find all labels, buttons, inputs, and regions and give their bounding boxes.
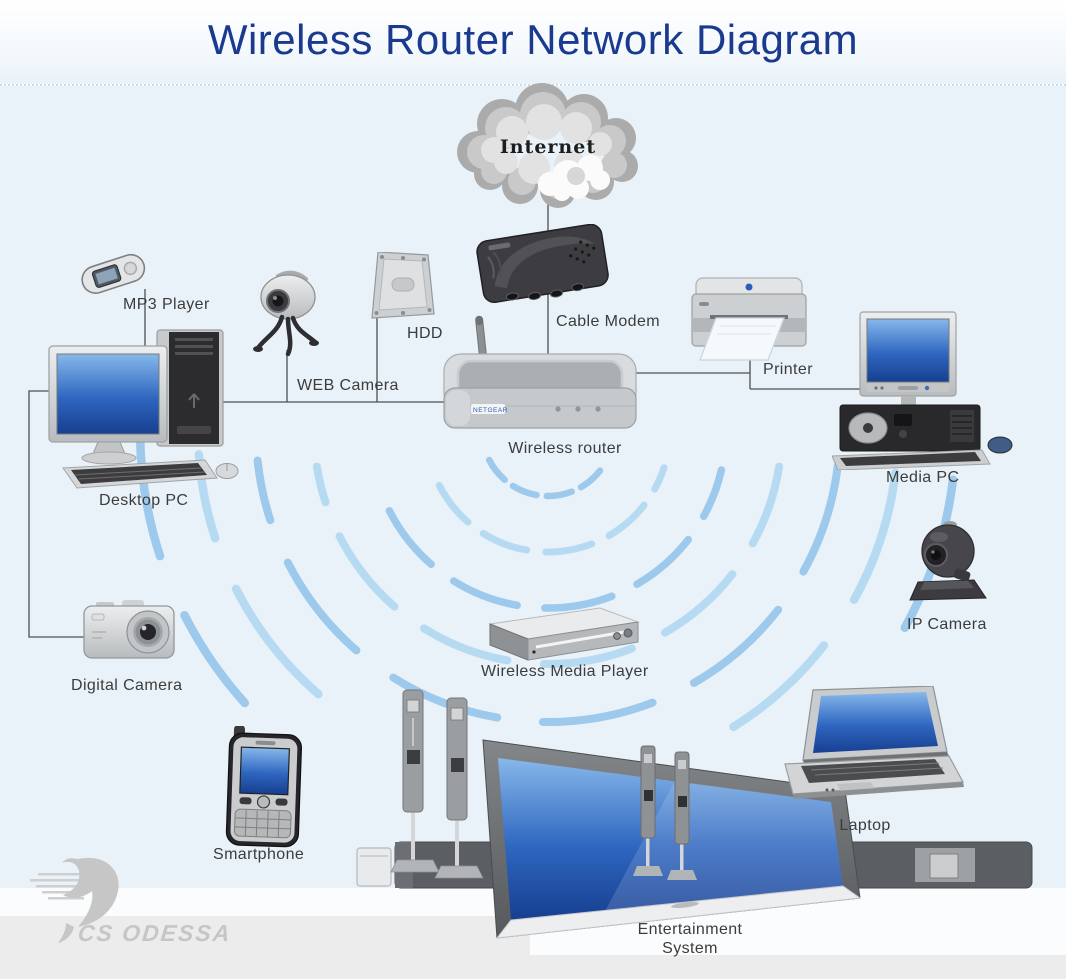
node-printer-label: Printer	[763, 361, 813, 378]
node-laptop[interactable]	[775, 685, 965, 808]
vendor-logo-swirl-icon	[30, 857, 119, 943]
node-entertainment-system[interactable]	[355, 678, 1045, 963]
node-wireless-router[interactable]: NETGEAR	[438, 314, 643, 434]
cloud-icon	[457, 83, 638, 208]
node-cable-modem-label: Cable Modem	[556, 313, 661, 330]
node-digital-camera-label: Digital Camera	[71, 677, 183, 694]
vendor-logo-text: CS ODESSA	[76, 920, 233, 946]
wireless-router-icon: NETGEAR	[443, 315, 637, 429]
node-digital-camera[interactable]	[82, 598, 186, 664]
media-pc-icon	[831, 311, 1013, 471]
node-entertainment-system-label: Entertainment System	[637, 921, 743, 958]
smartphone-icon	[225, 724, 303, 848]
node-internet[interactable]	[450, 80, 645, 210]
node-wireless-router-label: Wireless router	[508, 440, 622, 457]
node-desktop-pc-label: Desktop PC	[99, 492, 189, 509]
cable-modem-icon	[476, 223, 609, 303]
wireless-media-player-icon	[488, 607, 640, 661]
laptop-icon	[784, 685, 964, 799]
node-web-camera-label: WEB Camera	[297, 377, 399, 394]
node-ip-camera-label: IP Camera	[907, 616, 987, 633]
mp3-player-icon	[81, 253, 146, 294]
node-hdd[interactable]	[370, 251, 436, 324]
desktop-pc-icon	[48, 329, 239, 489]
node-cable-modem[interactable]	[466, 223, 624, 308]
digital-camera-icon	[83, 600, 175, 659]
node-media-pc-label: Media PC	[886, 469, 960, 486]
node-wireless-media-player-label: Wireless Media Player	[481, 663, 649, 680]
node-hdd-label: HDD	[407, 325, 443, 342]
node-mp3-player-label: MP3 Player	[123, 296, 210, 313]
router-brand-text: NETGEAR	[473, 407, 508, 414]
node-laptop-label: Laptop	[839, 817, 891, 834]
footer-gray-band	[0, 955, 1066, 979]
ip-camera-icon	[909, 521, 987, 601]
node-smartphone[interactable]	[220, 724, 312, 850]
node-desktop-pc[interactable]	[35, 328, 240, 490]
page-title: Wireless Router Network Diagram	[207, 16, 859, 63]
node-web-camera[interactable]	[248, 270, 328, 362]
node-printer[interactable]	[686, 272, 812, 364]
vendor-logo	[20, 855, 200, 950]
node-mp3-player[interactable]	[78, 250, 152, 302]
node-internet-label: Internet	[499, 136, 597, 158]
printer-icon	[691, 277, 807, 361]
node-wireless-media-player[interactable]	[484, 606, 642, 664]
hdd-icon	[371, 251, 435, 319]
node-media-pc[interactable]	[831, 310, 1017, 471]
node-smartphone-label: Smartphone	[213, 846, 305, 863]
node-ip-camera[interactable]	[908, 518, 988, 606]
entertainment-system-icon	[356, 689, 1033, 939]
web-camera-icon	[253, 270, 319, 357]
